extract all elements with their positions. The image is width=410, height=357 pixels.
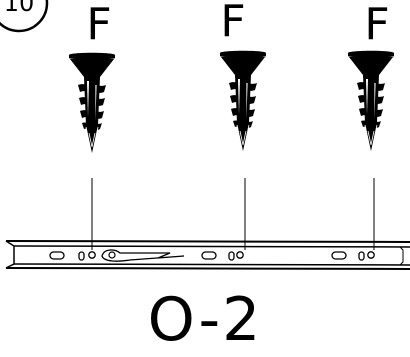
screw-3-icon (347, 50, 395, 154)
step-number: 10 (3, 0, 35, 17)
screw-2-label: F (220, 0, 246, 47)
screw-1-icon (68, 52, 116, 156)
drawer-slide-rail-icon (5, 240, 410, 270)
screw-3-label: F (364, 0, 390, 50)
step-number-circle (0, 0, 49, 33)
screw-1-label: F (86, 0, 112, 50)
screw-2-icon (219, 50, 267, 154)
part-code-label: O-2 (147, 285, 263, 355)
